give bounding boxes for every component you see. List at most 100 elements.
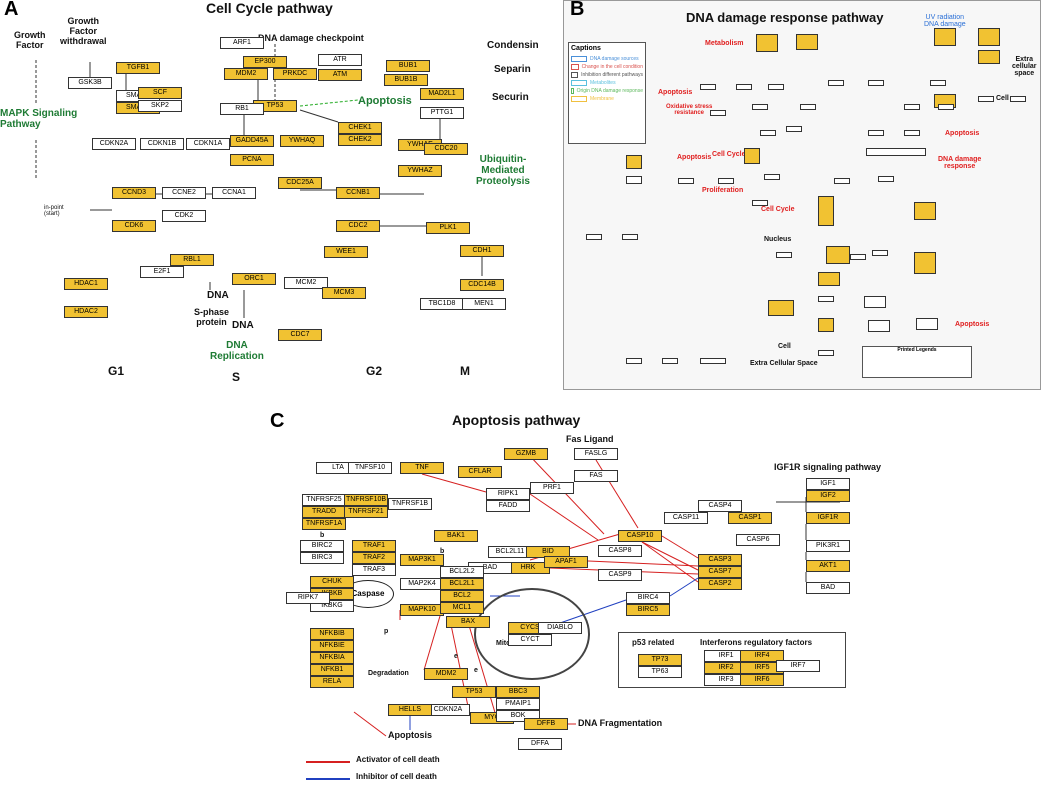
inhibitor-legend-label: Inhibitor of cell death [356,772,437,781]
ddr-node-box [818,296,834,302]
apoptosis-gene-casp2: CASP2 [698,578,742,590]
dna-fragmentation-label: DNA Fragmentation [578,718,663,728]
ddr-node-box [764,174,780,180]
ddr-node-box [904,104,920,110]
caption-swatch [571,72,579,78]
ddr-node-box [850,254,866,260]
apoptosis-gene-fas: FAS [574,470,618,482]
ddr-node-box [978,96,994,102]
apoptosis-gene-fadd: FADD [486,500,530,512]
apoptosis-gene-tp63: TP63 [638,666,682,678]
p53-related-label: p53 related [632,638,675,647]
apoptosis-gene-tnfsf10: TNFSF10 [348,462,392,474]
cell-cycle-gene-cdc2: CDC2 [336,220,380,232]
ddr-node-box [978,50,1000,64]
cell-cycle-gene-chek2: CHEK2 [338,134,382,146]
edge-line [641,541,699,583]
ddr-node-box [662,358,678,364]
cell-cycle-gene-ccne2: CCNE2 [162,187,206,199]
apoptosis-gene-dffb: DFFB [524,718,568,730]
metabolism-label: Metabolism [705,40,744,47]
cell-cycle-gene-mdm2: MDM2 [224,68,268,80]
cell-cycle-gene-scf: SCF [138,87,182,99]
cell-cycle-gene-cdh1: CDH1 [460,245,504,257]
apoptosis-gene-bcl2l1: BCL2L1 [440,578,484,590]
extracellular-label: Extra cellular space [1012,56,1037,77]
edge-line [565,559,699,567]
apoptosis-gene-traf1: TRAF1 [352,540,396,552]
ddr-node-box [938,104,954,110]
ddr-node-box [710,110,726,116]
cell-cycle-gene-ep300: EP300 [243,56,287,68]
caption-swatch [571,88,574,94]
caption-text: Origin DNA damage response [576,88,643,94]
cell-cycle-gene-mcm3: MCM3 [322,287,366,299]
edge-line [661,535,699,559]
edge-line [527,453,605,535]
apoptosis-gene-traf2: TRAF2 [352,552,396,564]
cell-cycle-gene-rb1: RB1 [220,103,264,115]
extracellular-label-bottom: Extra Cellular Space [750,360,818,367]
cell-cycle-gene-hdac2: HDAC2 [64,306,108,318]
caption-text: Metabolites [590,80,616,86]
apoptosis-gene-gzmb: GZMB [504,448,548,460]
apoptosis-gene-hrk: HRK [506,562,550,574]
cell-cycle-gene-e2f1: E2F1 [140,266,184,278]
apoptosis-gene-casp3: CASP3 [698,554,742,566]
ddr-node-box [818,196,834,226]
growth-factor-withdrawal-label: Growth Factor withdrawal [60,16,107,46]
apoptosis-gene-casp9: CASP9 [598,569,642,581]
cell-cycle-gene-bub1: BUB1 [386,60,430,72]
ubiquitin-label: Ubiquitin- Mediated Proteolysis [476,154,530,187]
apoptosis-gene-cflar: CFLAR [458,466,502,478]
apoptosis-gene-mdm2: MDM2 [424,668,468,680]
apoptosis-gene-chuk: CHUK [310,576,354,588]
caption-swatch [571,56,587,62]
cell-cycle-gene-cdk2: CDK2 [162,210,206,222]
cell-cycle-gene-cdkn1a: CDKN1A [186,138,230,150]
cell-cycle-gene-cdkn1b: CDKN1B [140,138,184,150]
ddr-node-box [914,252,936,274]
ddr-node-box [626,176,642,184]
edge-label-p2: p [384,628,389,635]
apoptosis-gene-nfkbie: NFKBIE [310,640,354,652]
apoptosis-gene-faslg: FASLG [574,448,618,460]
cell-cycle-gene-arf1: ARF1 [220,37,264,49]
dna-damage-checkpoint-label: DNA damage checkpoint [258,33,364,43]
caption-text: Inhibition different pathways [581,72,643,78]
dna-label-2: DNA [232,320,254,331]
ddr-node-box [760,130,776,136]
ddr-node-box [818,350,834,356]
ddr-node-box [872,250,888,256]
apoptosis-gene-mcl1: MCL1 [440,602,484,614]
edge-line [669,577,699,597]
apoptosis-gene-tnfrsf1a: TNFRSF1A [302,518,346,530]
phase-s: S [232,370,241,384]
apoptosis-gene-casp10: CASP10 [618,530,662,542]
cell-cycle-gene-tgfb1: TGFB1 [116,62,160,74]
ddr-node-box [800,104,816,110]
cell-cycle-gene-mcm2: MCM2 [284,277,328,289]
cell-cycle-gene-chek1: CHEK1 [338,122,382,134]
cell-cycle-gene-ccnd3: CCND3 [112,187,156,199]
apoptosis-gene-pmaip1: PMAIP1 [496,698,540,710]
ddr-node-box [866,148,926,156]
apoptosis-gene-irf2: IRF2 [704,662,748,674]
uv-radiation-label: UV radiation DNA damage [924,14,966,28]
apoptosis-label-a: Apoptosis [358,95,412,107]
ddr-node-box [828,80,844,86]
apoptosis-gene-casp1: CASP1 [728,512,772,524]
cell-label-bottom: Cell [778,343,791,350]
apoptosis-gene-tnf: TNF [400,462,444,474]
apoptosis-gene-mapk10: MAPK10 [400,604,444,616]
apoptosis-gene-bax: BAX [446,616,490,628]
cell-cycle-gene-cdc7: CDC7 [278,329,322,341]
apoptosis-gene-casp6: CASP6 [736,534,780,546]
cell-cycle-gene-atm: ATM [318,69,362,81]
ddr-node-box [818,318,834,332]
cell-cycle-gene-pcna: PCNA [230,154,274,166]
ddr-node-box [826,246,850,264]
apoptosis-gene-irf7: IRF7 [776,660,820,672]
ddr-node-box [626,358,642,364]
cell-cycle-gene-ccna1: CCNA1 [212,187,256,199]
